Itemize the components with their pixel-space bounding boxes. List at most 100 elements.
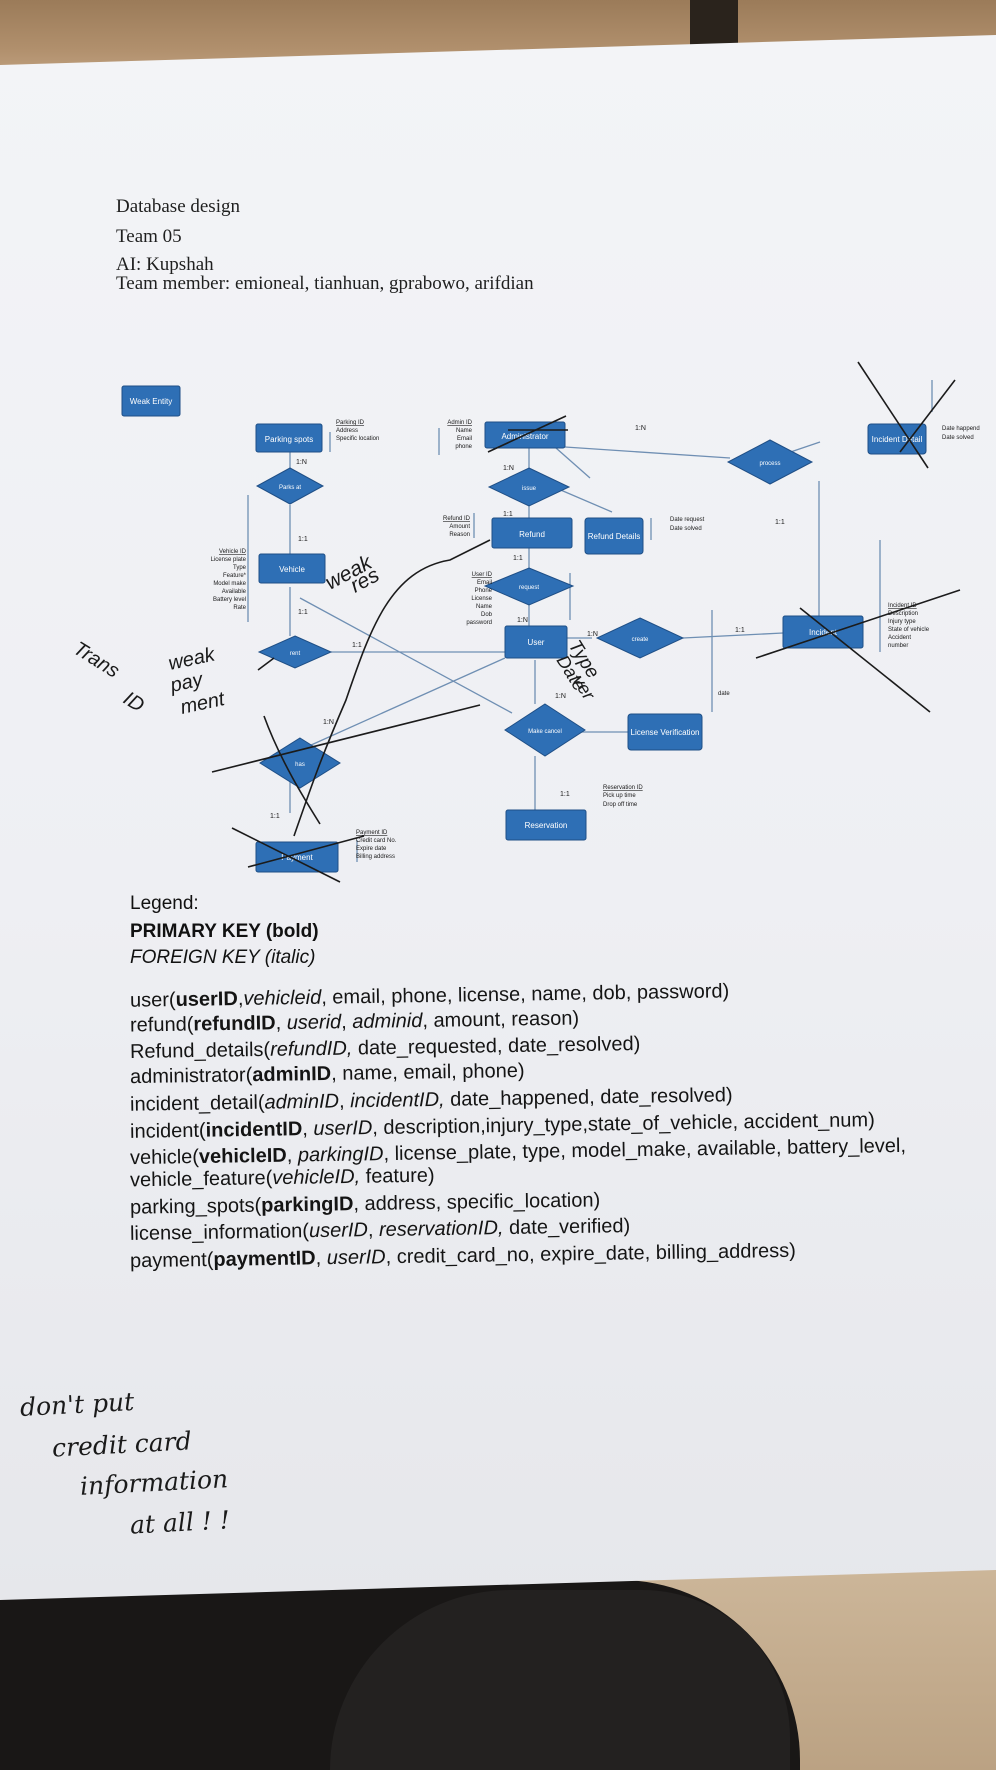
attr-refund-0: Refund ID bbox=[443, 516, 471, 522]
attr-incident-0: Incident ID bbox=[888, 603, 917, 609]
attr-admin-0: Admin ID bbox=[447, 420, 472, 426]
attr-payment-1: Credit card No. bbox=[356, 838, 397, 844]
card-create-user: 1:N bbox=[587, 631, 598, 638]
card-process-right: 1:1 bbox=[775, 519, 785, 526]
attr-vehicle-2: Type bbox=[233, 565, 247, 571]
relation-text: feature) bbox=[359, 1164, 435, 1188]
rent-label: rent bbox=[290, 651, 301, 657]
issue-label: issue bbox=[522, 486, 537, 492]
attr-refund-details-0: Date request bbox=[670, 517, 705, 523]
attr-parking-0: Parking ID bbox=[336, 420, 365, 426]
incident-detail-label: Incident Detail bbox=[872, 435, 923, 444]
attr-reservation-2: Drop off time bbox=[603, 802, 638, 808]
rel-make-cancel bbox=[504, 703, 586, 757]
pen-curve-payment bbox=[263, 715, 321, 825]
attr-parking-1: Address bbox=[336, 428, 358, 434]
cross-out-admin-2 bbox=[487, 415, 567, 453]
refund-label: Refund bbox=[519, 530, 545, 539]
doc-title: Database design bbox=[116, 196, 240, 217]
attribute-labels: Parking ID Address Specific location Adm… bbox=[211, 420, 980, 860]
relation-text: , amount, reason) bbox=[422, 1007, 580, 1032]
relation-text: license_information( bbox=[129, 1220, 310, 1245]
relationships bbox=[255, 439, 814, 789]
weak-entity-label: Weak Entity bbox=[130, 397, 173, 406]
pen-curve-refund bbox=[293, 539, 491, 837]
attr-incident-2: Injury type bbox=[888, 619, 916, 625]
rel-rent bbox=[257, 635, 333, 669]
attr-incident-3: State of vehicle bbox=[888, 627, 930, 633]
foreign-key: userid bbox=[286, 1011, 342, 1035]
pen-strokes bbox=[211, 361, 961, 883]
admin-label: Administrator bbox=[501, 432, 548, 441]
entity-vehicle bbox=[258, 553, 326, 584]
attr-user-3: License bbox=[471, 596, 492, 602]
foreign-key: adminid bbox=[352, 1009, 423, 1034]
relation-text: incident_detail( bbox=[129, 1091, 265, 1116]
note-line-4: at all ! ! bbox=[129, 1505, 231, 1540]
attr-incident-5: number bbox=[888, 643, 908, 649]
attr-vehicle-6: Battery level bbox=[213, 597, 246, 603]
card-pay: 1:1 bbox=[270, 813, 280, 820]
attr-user-1: Email bbox=[477, 580, 492, 586]
cross-out-incident-2 bbox=[799, 607, 931, 713]
shape-labels: Weak Entity Parking spots Administrator … bbox=[130, 397, 923, 862]
rel-parks-at bbox=[255, 467, 325, 505]
hand-id: ID bbox=[119, 688, 148, 717]
reservation-label: Reservation bbox=[525, 821, 568, 830]
hand-trans: Trans bbox=[69, 638, 123, 683]
attr-payment-3: Billing address bbox=[356, 854, 395, 860]
attr-user-5: Dob bbox=[481, 612, 493, 618]
relation-text: user( bbox=[129, 988, 176, 1012]
relation-text: , bbox=[275, 1012, 287, 1035]
relation-text: incident( bbox=[129, 1119, 206, 1143]
incident-label: Incident bbox=[809, 628, 838, 637]
cross-out-payment-1 bbox=[231, 827, 341, 883]
legend-title: Legend: bbox=[130, 893, 199, 914]
attr-vehicle-1: License plate bbox=[211, 557, 247, 563]
card-issue: 1:1 bbox=[503, 511, 513, 518]
process-label: process bbox=[759, 461, 780, 467]
attr-vehicle-5: Available bbox=[222, 589, 247, 595]
primary-key: incidentID bbox=[205, 1118, 303, 1142]
relation-text: , bbox=[367, 1219, 380, 1242]
attr-incident-1: Description bbox=[888, 611, 918, 617]
attr-vehicle-0: Vehicle ID bbox=[219, 549, 247, 555]
foreign-key: parkingID bbox=[297, 1143, 384, 1167]
card-process-top: 1:N bbox=[635, 425, 646, 432]
create-label: create bbox=[632, 637, 649, 643]
parking-label: Parking spots bbox=[265, 435, 313, 444]
request-label: request bbox=[519, 585, 539, 591]
foreign-key: reservationID, bbox=[378, 1217, 504, 1242]
relation-text: parking_spots( bbox=[129, 1194, 262, 1219]
attr-refund-2: Reason bbox=[449, 532, 470, 538]
foreign-key: adminID bbox=[264, 1090, 340, 1114]
attr-incident-detail-0: Date happend bbox=[942, 426, 980, 432]
foreign-key: vehicleID, bbox=[272, 1165, 361, 1190]
vehicle-label: Vehicle bbox=[279, 565, 305, 574]
primary-key: vehicleID bbox=[198, 1144, 287, 1169]
relation-text: , bbox=[341, 1011, 353, 1034]
rel-process bbox=[726, 439, 814, 485]
attr-admin-2: Email bbox=[457, 436, 472, 442]
entity-user bbox=[504, 625, 568, 659]
weak-entity-legend-box bbox=[121, 385, 181, 417]
primary-key: adminID bbox=[252, 1062, 332, 1087]
note-line-1: don't put bbox=[19, 1387, 135, 1422]
ai-name: AI: Kupshah bbox=[116, 254, 214, 275]
rel-request bbox=[483, 567, 575, 606]
relation-text: Refund_details( bbox=[129, 1038, 271, 1064]
attr-refund-1: Amount bbox=[449, 524, 470, 530]
card-reservation: 1:1 bbox=[560, 791, 570, 798]
relation-text: , bbox=[338, 1090, 351, 1113]
relation-text: , bbox=[302, 1117, 314, 1141]
attr-payment-2: Expire date bbox=[356, 846, 387, 852]
entity-license-verification bbox=[627, 713, 703, 751]
legend-primary-key: PRIMARY KEY (bold) bbox=[130, 921, 319, 942]
has-label: has bbox=[295, 762, 305, 768]
card-rent-left: 1:1 bbox=[352, 642, 362, 649]
foreign-key: refundID, bbox=[269, 1037, 353, 1061]
relation-line: vehicle_feature(vehicleID, feature) bbox=[130, 1165, 435, 1193]
attr-admin-1: Name bbox=[456, 428, 473, 434]
relation-text: refund( bbox=[129, 1013, 194, 1037]
rel-create bbox=[595, 617, 685, 659]
